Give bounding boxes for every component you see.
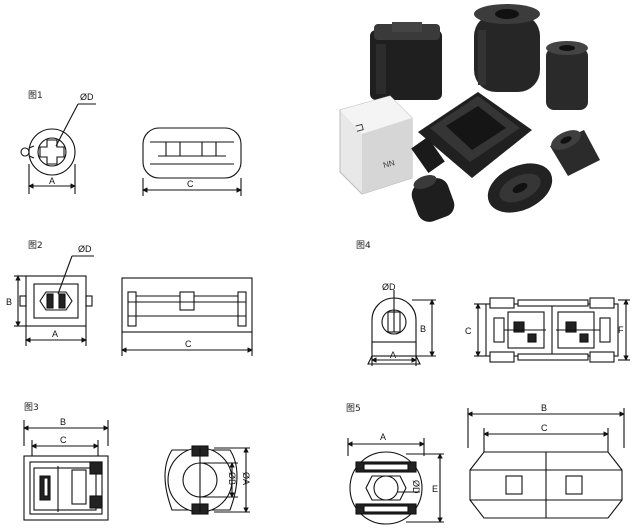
photo-core-white: ⊐ NN bbox=[339, 95, 413, 195]
figure-4-dim-b: B bbox=[420, 324, 426, 334]
photo-core-small-upright bbox=[546, 41, 588, 110]
figure-2-dim-a: A bbox=[52, 329, 58, 339]
figure-4-dim-d: ØD bbox=[382, 282, 396, 292]
figure-5-dim-a: A bbox=[380, 432, 386, 442]
figure-5-label: 图5 bbox=[346, 404, 361, 414]
photo-core-round-large bbox=[474, 4, 540, 92]
figure-1-dim-a: A bbox=[49, 176, 55, 186]
figure-5-dim-e: E bbox=[432, 484, 438, 494]
figure-5-side-view bbox=[467, 408, 625, 519]
figure-2-dim-d: ØD bbox=[78, 244, 92, 254]
figure-2-dim-b: B bbox=[6, 297, 12, 307]
figure-3-label: 图3 bbox=[24, 403, 39, 413]
figure-5-end-view bbox=[347, 438, 444, 525]
figure-5-dim-phi-d: ØD bbox=[411, 480, 421, 494]
figure-2-dim-c: C bbox=[185, 339, 192, 349]
figure-2-side-view bbox=[121, 277, 253, 356]
figure-4-dim-f: F bbox=[618, 325, 624, 335]
figure-4-side-view bbox=[474, 297, 630, 363]
figure-4-end-view bbox=[367, 290, 436, 366]
photo-core-split-long bbox=[411, 92, 532, 178]
photo-core-small-right bbox=[550, 130, 600, 176]
figure-1-end-view bbox=[20, 103, 96, 194]
figure-5-dim-c: C bbox=[541, 423, 548, 433]
figure-1-dim-d: ØD bbox=[80, 92, 94, 102]
figure-4-label: 图4 bbox=[356, 241, 371, 251]
figure-1-dim-c: C bbox=[187, 179, 194, 189]
figure-3-end-view bbox=[164, 445, 250, 515]
figure-3-dim-phi-b: ØB bbox=[227, 472, 237, 485]
product-photo: ⊐ NN bbox=[339, 4, 600, 222]
figure-3-dim-b: B bbox=[60, 417, 66, 427]
photo-clip-mark-2: NN bbox=[382, 158, 396, 170]
figure-1-side-view bbox=[142, 127, 242, 196]
figure-5-dim-b: B bbox=[541, 403, 547, 413]
figure-3-dim-c: C bbox=[60, 435, 67, 445]
figure-2-label: 图2 bbox=[28, 241, 43, 251]
photo-core-square bbox=[370, 22, 442, 100]
figure-2-end-view bbox=[14, 255, 94, 346]
figure-3-side-view bbox=[23, 420, 109, 521]
figure-3-dim-phi-a: ØA bbox=[241, 472, 251, 485]
photo-clip-mark-1: ⊐ bbox=[354, 121, 366, 135]
figure-4-dim-a: A bbox=[390, 350, 396, 360]
photo-core-cylinder-small bbox=[411, 175, 455, 222]
photo-core-oval bbox=[487, 163, 553, 213]
figure-1-label: 图1 bbox=[28, 91, 43, 101]
figure-4-dim-c: C bbox=[465, 326, 472, 336]
